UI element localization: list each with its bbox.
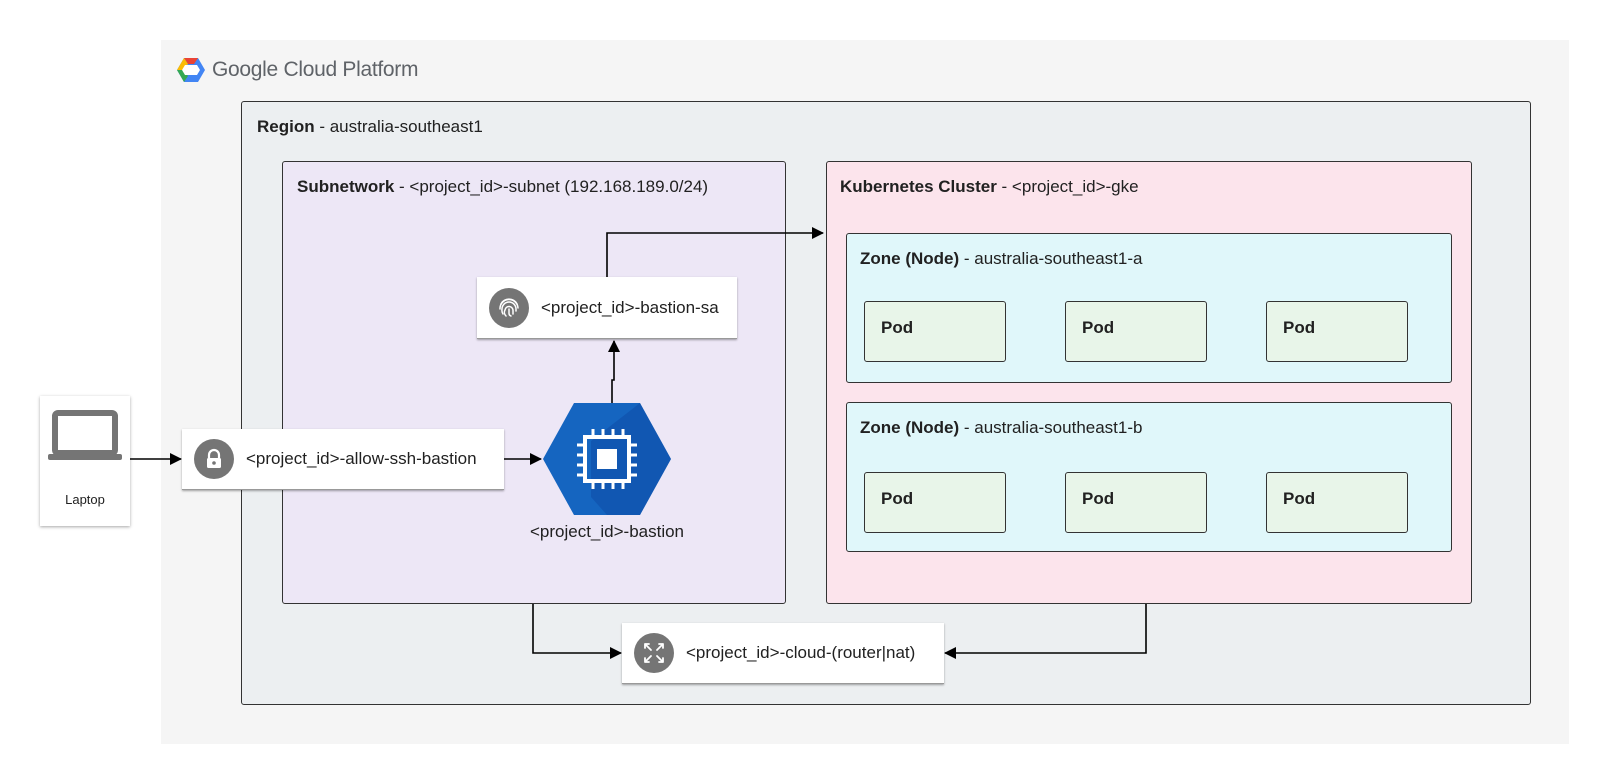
compute-engine-icon [543,403,671,515]
zone-b-title: Zone (Node) [860,418,960,437]
subnetwork-value: - <project_id>-subnet (192.168.189.0/24) [394,177,709,196]
subnetwork-label: Subnetwork - <project_id>-subnet (192.16… [297,177,708,197]
laptop-node: Laptop [40,396,130,526]
lock-icon [194,439,234,479]
zone-a-title: Zone (Node) [860,249,960,268]
cluster-value: - <project_id>-gke [996,177,1139,196]
subnetwork-box [282,161,786,604]
pod: Pod [1065,472,1207,533]
region-title: Region [257,117,315,136]
region-label: Region - australia-southeast1 [257,117,483,137]
cloud-router-label: <project_id>-cloud-(router|nat) [686,643,916,662]
subnetwork-title: Subnetwork [297,177,395,196]
gcp-logo-text: Google Cloud Platform [212,58,418,82]
arrow-cluster-to-router [944,604,1147,659]
zone-a-label: Zone (Node) - australia-southeast1-a [860,249,1142,269]
arrow-bastion-to-sa [608,340,620,403]
cluster-title: Kubernetes Cluster [840,177,997,196]
cloud-router-card: <project_id>-cloud-(router|nat) [622,623,944,684]
gcp-logo: Google Cloud Platform [176,54,418,86]
arrow-sa-to-cluster [606,227,824,278]
pod: Pod [1065,301,1207,362]
fingerprint-icon [489,287,529,328]
laptop-label: Laptop [65,492,105,507]
zone-a-value: - australia-southeast1-a [959,249,1143,268]
laptop-icon [48,410,122,460]
cluster-label: Kubernetes Cluster - <project_id>-gke [840,177,1139,197]
cloud-router-icon [634,633,674,673]
service-account-card: <project_id>-bastion-sa [477,277,737,339]
arrow-subnet-to-router [532,604,622,659]
pod: Pod [864,301,1006,362]
firewall-rule-card: <project_id>-allow-ssh-bastion [182,429,504,490]
region-value: - australia-southeast1 [314,117,483,136]
bastion-label: <project_id>-bastion [529,522,685,541]
firewall-rule-label: <project_id>-allow-ssh-bastion [246,449,477,468]
service-account-label: <project_id>-bastion-sa [541,297,719,317]
gcp-logo-platform: Cloud Platform [283,58,419,81]
pod: Pod [1266,472,1408,533]
gcp-hexagon-icon [177,58,205,82]
gcp-logo-google: Google [212,58,278,81]
zone-b-value: - australia-southeast1-b [959,418,1143,437]
pod: Pod [864,472,1006,533]
zone-b-label: Zone (Node) - australia-southeast1-b [860,418,1142,438]
pod: Pod [1266,301,1408,362]
